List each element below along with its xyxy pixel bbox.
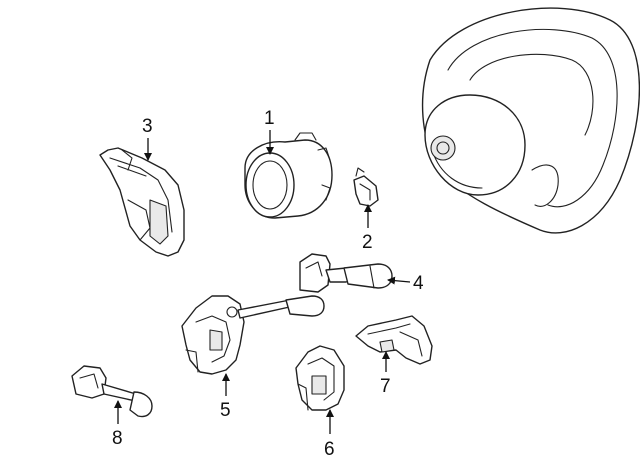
part-7-bracket — [355, 315, 433, 365]
part-3-column-shroud — [99, 147, 185, 257]
part-4-switch-lever — [299, 253, 393, 293]
callout-6: 6 — [324, 439, 335, 460]
callout-2: 2 — [362, 232, 373, 253]
part-6-switch-housing — [295, 345, 345, 411]
callout-8: 8 — [112, 428, 123, 449]
steering-wheel — [421, 7, 640, 234]
callout-3: 3 — [142, 116, 153, 137]
callout-7: 7 — [380, 376, 391, 397]
callout-4: 4 — [413, 273, 424, 294]
callout-1: 1 — [264, 108, 275, 129]
part-8-small-lever — [71, 365, 153, 418]
part-2-clip — [353, 167, 379, 207]
part-1-lock-cylinder — [244, 132, 333, 219]
part-5-combination-switch — [181, 295, 325, 375]
callout-5: 5 — [220, 400, 231, 421]
